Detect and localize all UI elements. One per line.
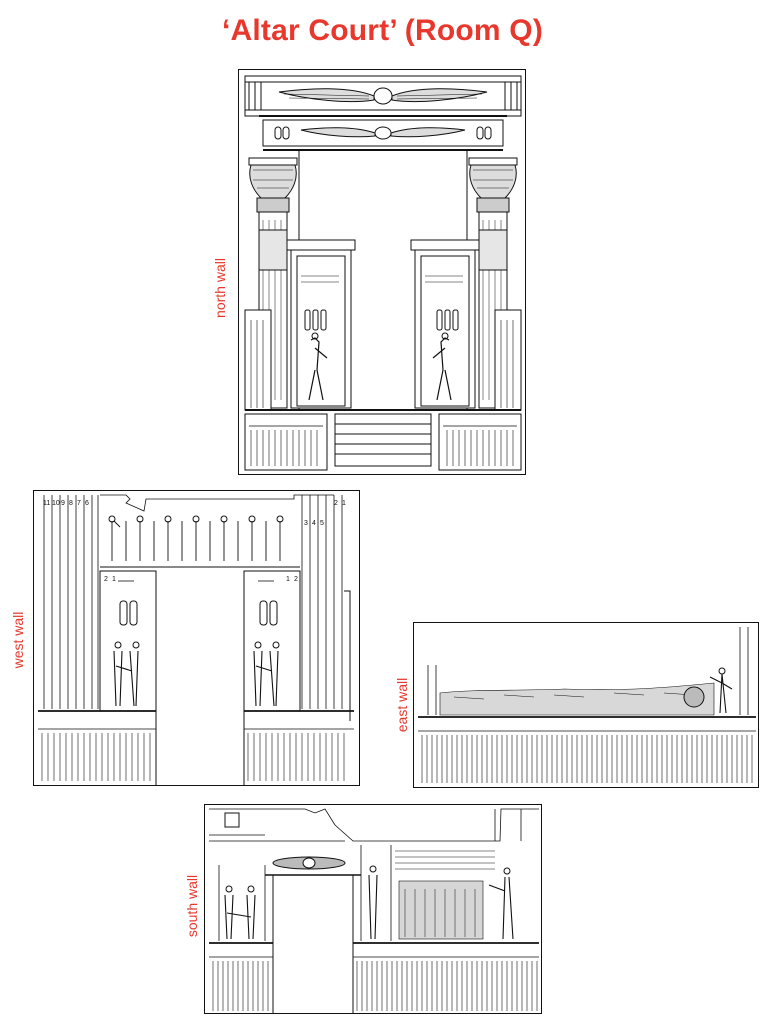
west-col-number: 10 (52, 500, 60, 507)
west-col-number: 9 (61, 500, 65, 507)
west-column-numbers: 11 10 9 8 7 6 3 4 5 2 1 2 1 1 2 (43, 500, 346, 583)
east-wall-svg (418, 627, 756, 783)
winged-disk-top-icon (278, 87, 488, 105)
page-title: ‘Altar Court’ (Room Q) (221, 14, 544, 47)
west-register-number: 1 (112, 576, 116, 583)
east-wall-drawing (413, 622, 759, 788)
north-wall-svg (244, 75, 522, 471)
west-wall-label: west wall (10, 611, 26, 669)
east-wall-label: east wall (394, 677, 410, 733)
west-col-number: 5 (320, 520, 324, 527)
west-col-number: 8 (69, 500, 73, 507)
west-col-number: 3 (304, 520, 308, 527)
west-corner-number: 2 (334, 500, 338, 507)
west-col-number: 6 (85, 500, 89, 507)
west-wall-drawing: 11 10 9 8 7 6 3 4 5 2 1 2 1 1 2 (33, 490, 360, 786)
east-king-figure (683, 667, 733, 714)
west-register-number: 2 (294, 576, 298, 583)
left-screen-panel (286, 239, 356, 409)
south-wall-drawing (204, 804, 542, 1014)
left-column (248, 157, 298, 409)
north-wall-label: north wall (212, 258, 228, 318)
west-register-number: 2 (104, 576, 108, 583)
west-corner-number: 1 (342, 500, 346, 507)
west-col-number: 4 (312, 520, 316, 527)
south-wall-svg (209, 808, 539, 1013)
west-frieze-figures (108, 515, 284, 561)
west-wall-svg: 11 10 9 8 7 6 3 4 5 2 1 2 1 1 2 (38, 494, 354, 785)
west-col-number: 11 (43, 500, 50, 507)
right-screen-panel (410, 239, 480, 409)
steps (334, 413, 432, 467)
west-register-number: 1 (286, 576, 290, 583)
west-col-number: 7 (77, 500, 81, 507)
cornice-flutes (248, 82, 518, 110)
winged-disk-lintel-icon (274, 126, 492, 140)
north-wall-drawing (238, 69, 526, 475)
south-winged-disk-icon (272, 856, 346, 870)
south-wall-label: south wall (184, 874, 200, 938)
